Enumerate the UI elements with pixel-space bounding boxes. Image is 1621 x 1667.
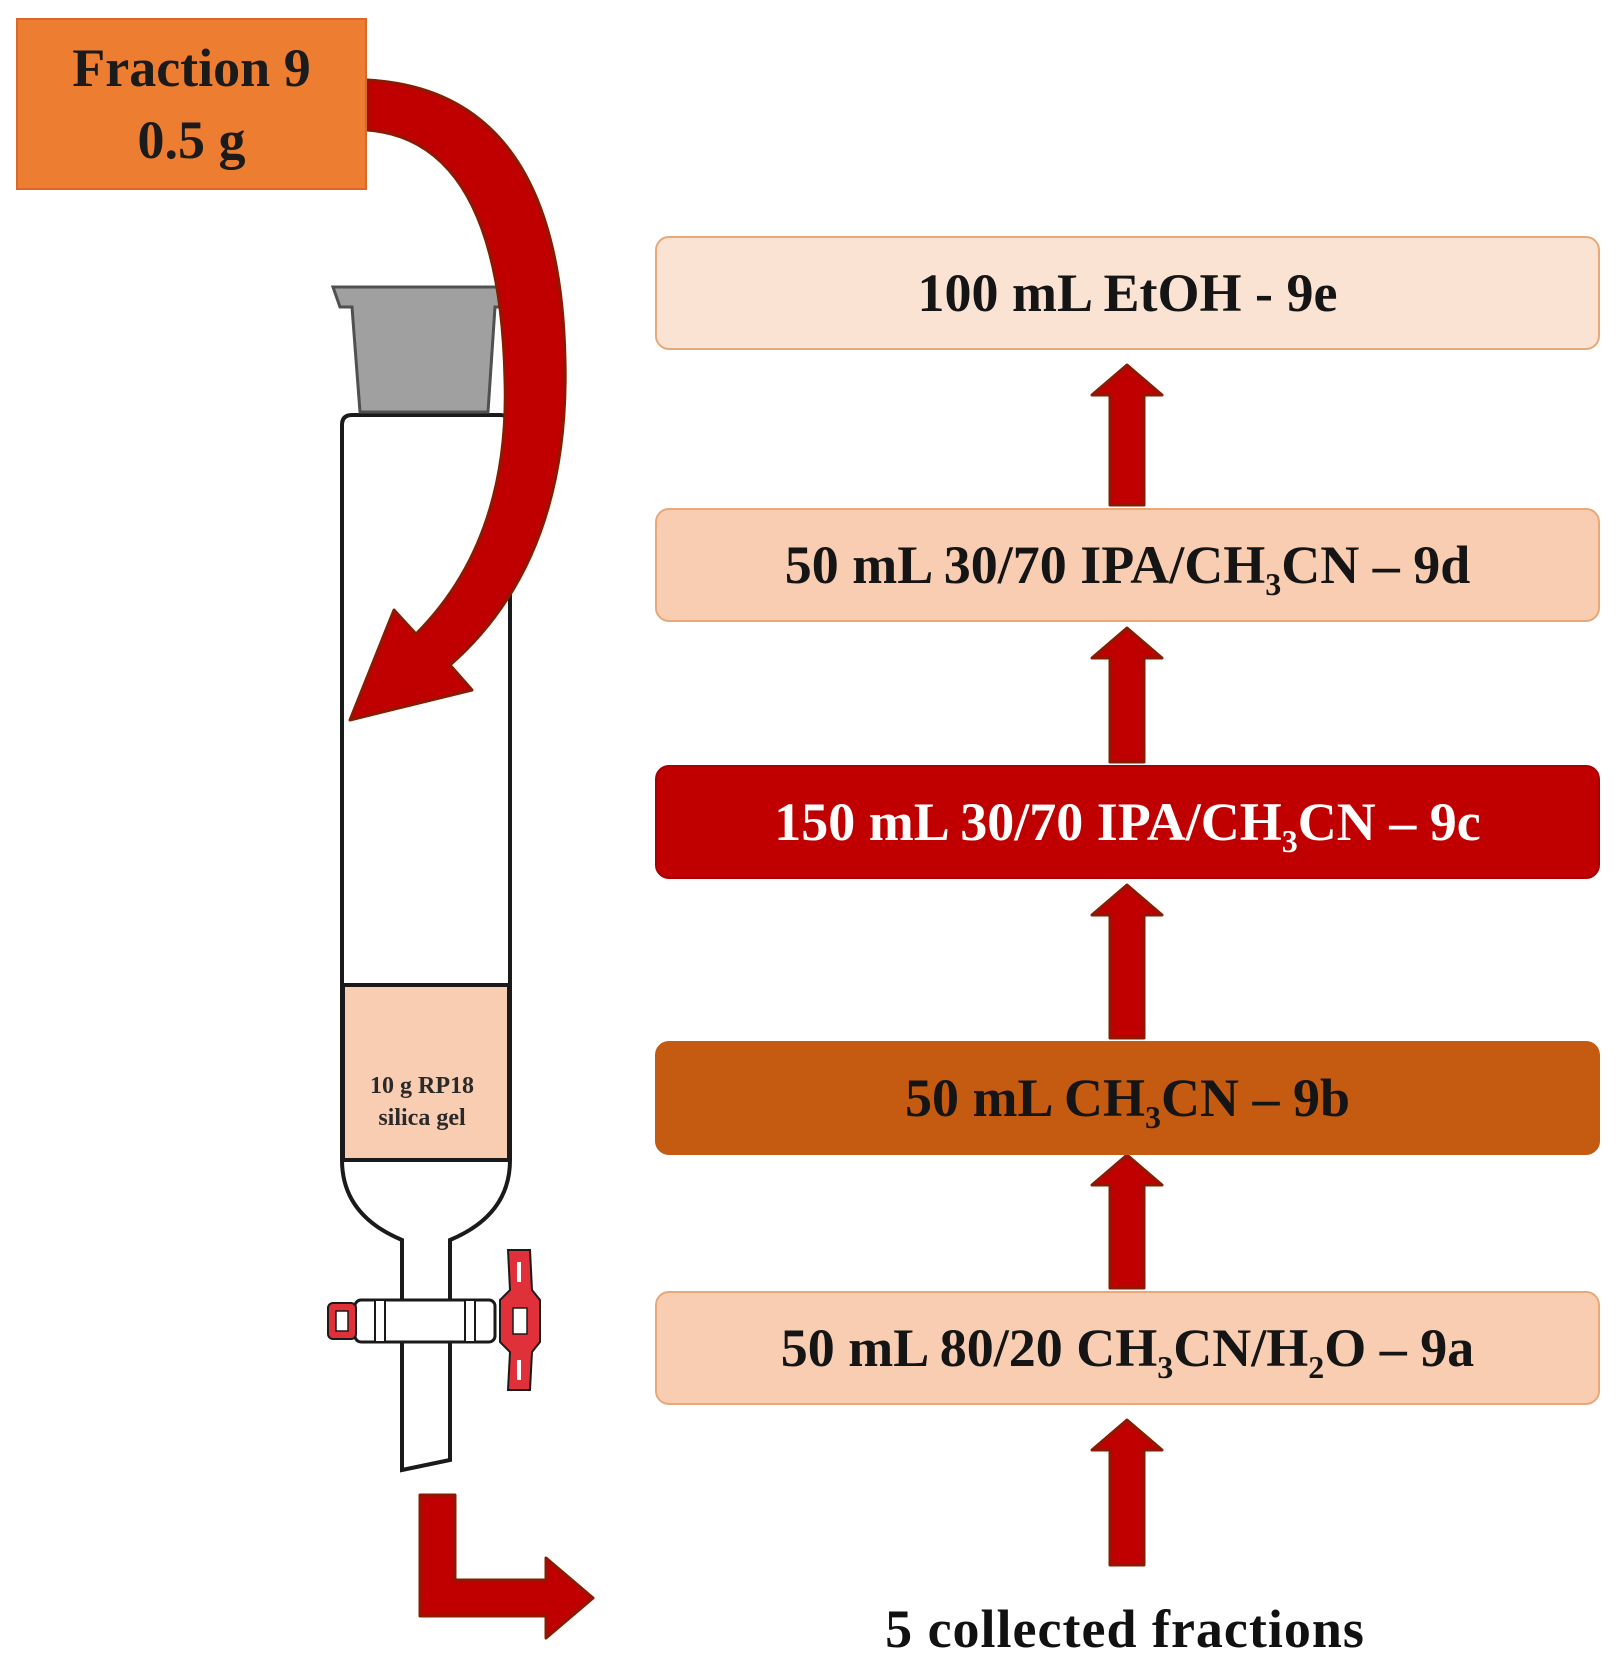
collected-fractions-label: 5 collected fractions [885,1599,1365,1659]
up-arrow-icon [1090,626,1164,764]
up-arrow-icon [1090,363,1164,507]
eluent-step-9e-text: 100 mL EtOH - 9e [917,263,1338,323]
source-fraction-box: Fraction 9 0.5 g [16,18,367,190]
eluent-step-9d-text: 50 mL 30/70 IPA/CH3CN – 9d [784,535,1471,602]
eluent-step-9b: 50 mL CH3CN – 9b [655,1041,1600,1155]
packing-line-2: silica gel [378,1105,466,1131]
l-arrow-icon [418,1493,595,1640]
eluent-step-9c-text: 150 mL 30/70 IPA/CH3CN – 9c [774,792,1481,859]
eluent-step-9a-text: 50 mL 80/20 CH3CN/H2O – 9a [780,1318,1475,1385]
eluent-step-9b-text: 50 mL CH3CN – 9b [904,1068,1351,1135]
stopper [330,285,518,414]
up-arrow-icon [1090,883,1164,1040]
eluent-step-9d: 50 mL 30/70 IPA/CH3CN – 9d [655,508,1600,622]
packing-line-1: 10 g RP18 [370,1073,474,1099]
silica-packing [341,983,511,1162]
up-arrows [1090,363,1164,1567]
column-packing-label: 10 g RP18 silica gel [340,1070,504,1134]
up-arrow-icon [1090,1418,1164,1567]
curved-arrow-icon [348,78,567,722]
eluent-step-9a: 50 mL 80/20 CH3CN/H2O – 9a [655,1291,1600,1405]
source-fraction-mass: 0.5 g [137,110,246,170]
eluent-step-9c: 150 mL 30/70 IPA/CH3CN – 9c [655,765,1600,879]
eluent-step-9e: 100 mL EtOH - 9e [655,236,1600,350]
up-arrow-icon [1090,1153,1164,1290]
source-fraction-name: Fraction 9 [72,38,311,98]
